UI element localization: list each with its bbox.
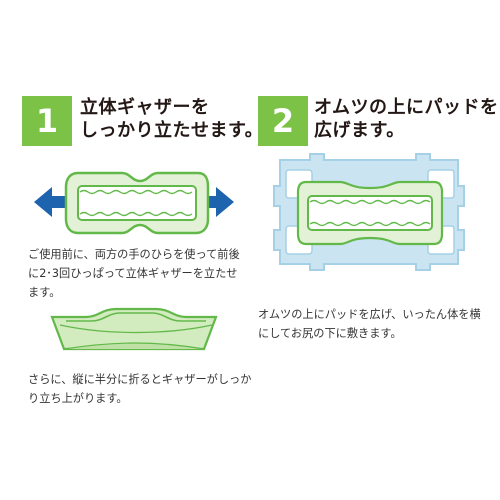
- step-2-desc-line-2: にしてお尻の下に敷きます。: [258, 327, 402, 340]
- step-2-number-badge: 2: [258, 96, 308, 146]
- step-1-title: 立体ギャザーを しっかり立たせます。: [80, 96, 263, 142]
- step-2-title-line-1: オムツの上にパッドを: [314, 97, 499, 118]
- step-1-desc-line-3: ます。: [28, 286, 61, 299]
- step-2-title: オムツの上にパッドを 広げます。: [314, 96, 498, 142]
- step-1-description: ご使用前に、両方の手のひらを使って前後 に2･3回ひっぱって立体ギャザーを立たせ…: [28, 245, 240, 302]
- step-1-number: 1: [35, 102, 59, 140]
- step-1-desc-line-2: に2･3回ひっぱって立体ギャザーを立たせ: [28, 267, 238, 280]
- diaper-with-pad-illustration: [273, 153, 465, 271]
- pad-folded-illustration: [50, 307, 218, 351]
- step-1-fold-description: さらに、縦に半分に折るとギャザーがしっか り立ち上がります。: [28, 370, 251, 408]
- step-1-title-line-1: 立体ギャザーを: [80, 97, 210, 118]
- step-1-title-line-2: しっかり立たせます。: [80, 120, 264, 141]
- arrow-right-icon: [200, 187, 234, 217]
- step-1-fold-desc-line-2: り立ち上がります。: [28, 392, 128, 405]
- step-1-fold-desc-line-1: さらに、縦に半分に折るとギャザーがしっか: [28, 373, 252, 386]
- step-1-desc-line-1: ご使用前に、両方の手のひらを使って前後: [28, 248, 240, 261]
- step-2-number: 2: [271, 102, 295, 140]
- arrow-left-icon: [34, 187, 68, 217]
- step-1-number-badge: 1: [22, 96, 72, 146]
- step-2-desc-line-1: オムツの上にパッドを広げ、いったん体を横: [258, 308, 481, 321]
- step-2-description: オムツの上にパッドを広げ、いったん体を横 にしてお尻の下に敷きます。: [258, 305, 481, 343]
- pad-stretched-illustration: [34, 171, 234, 235]
- step-2-title-line-2: 広げます。: [314, 120, 405, 141]
